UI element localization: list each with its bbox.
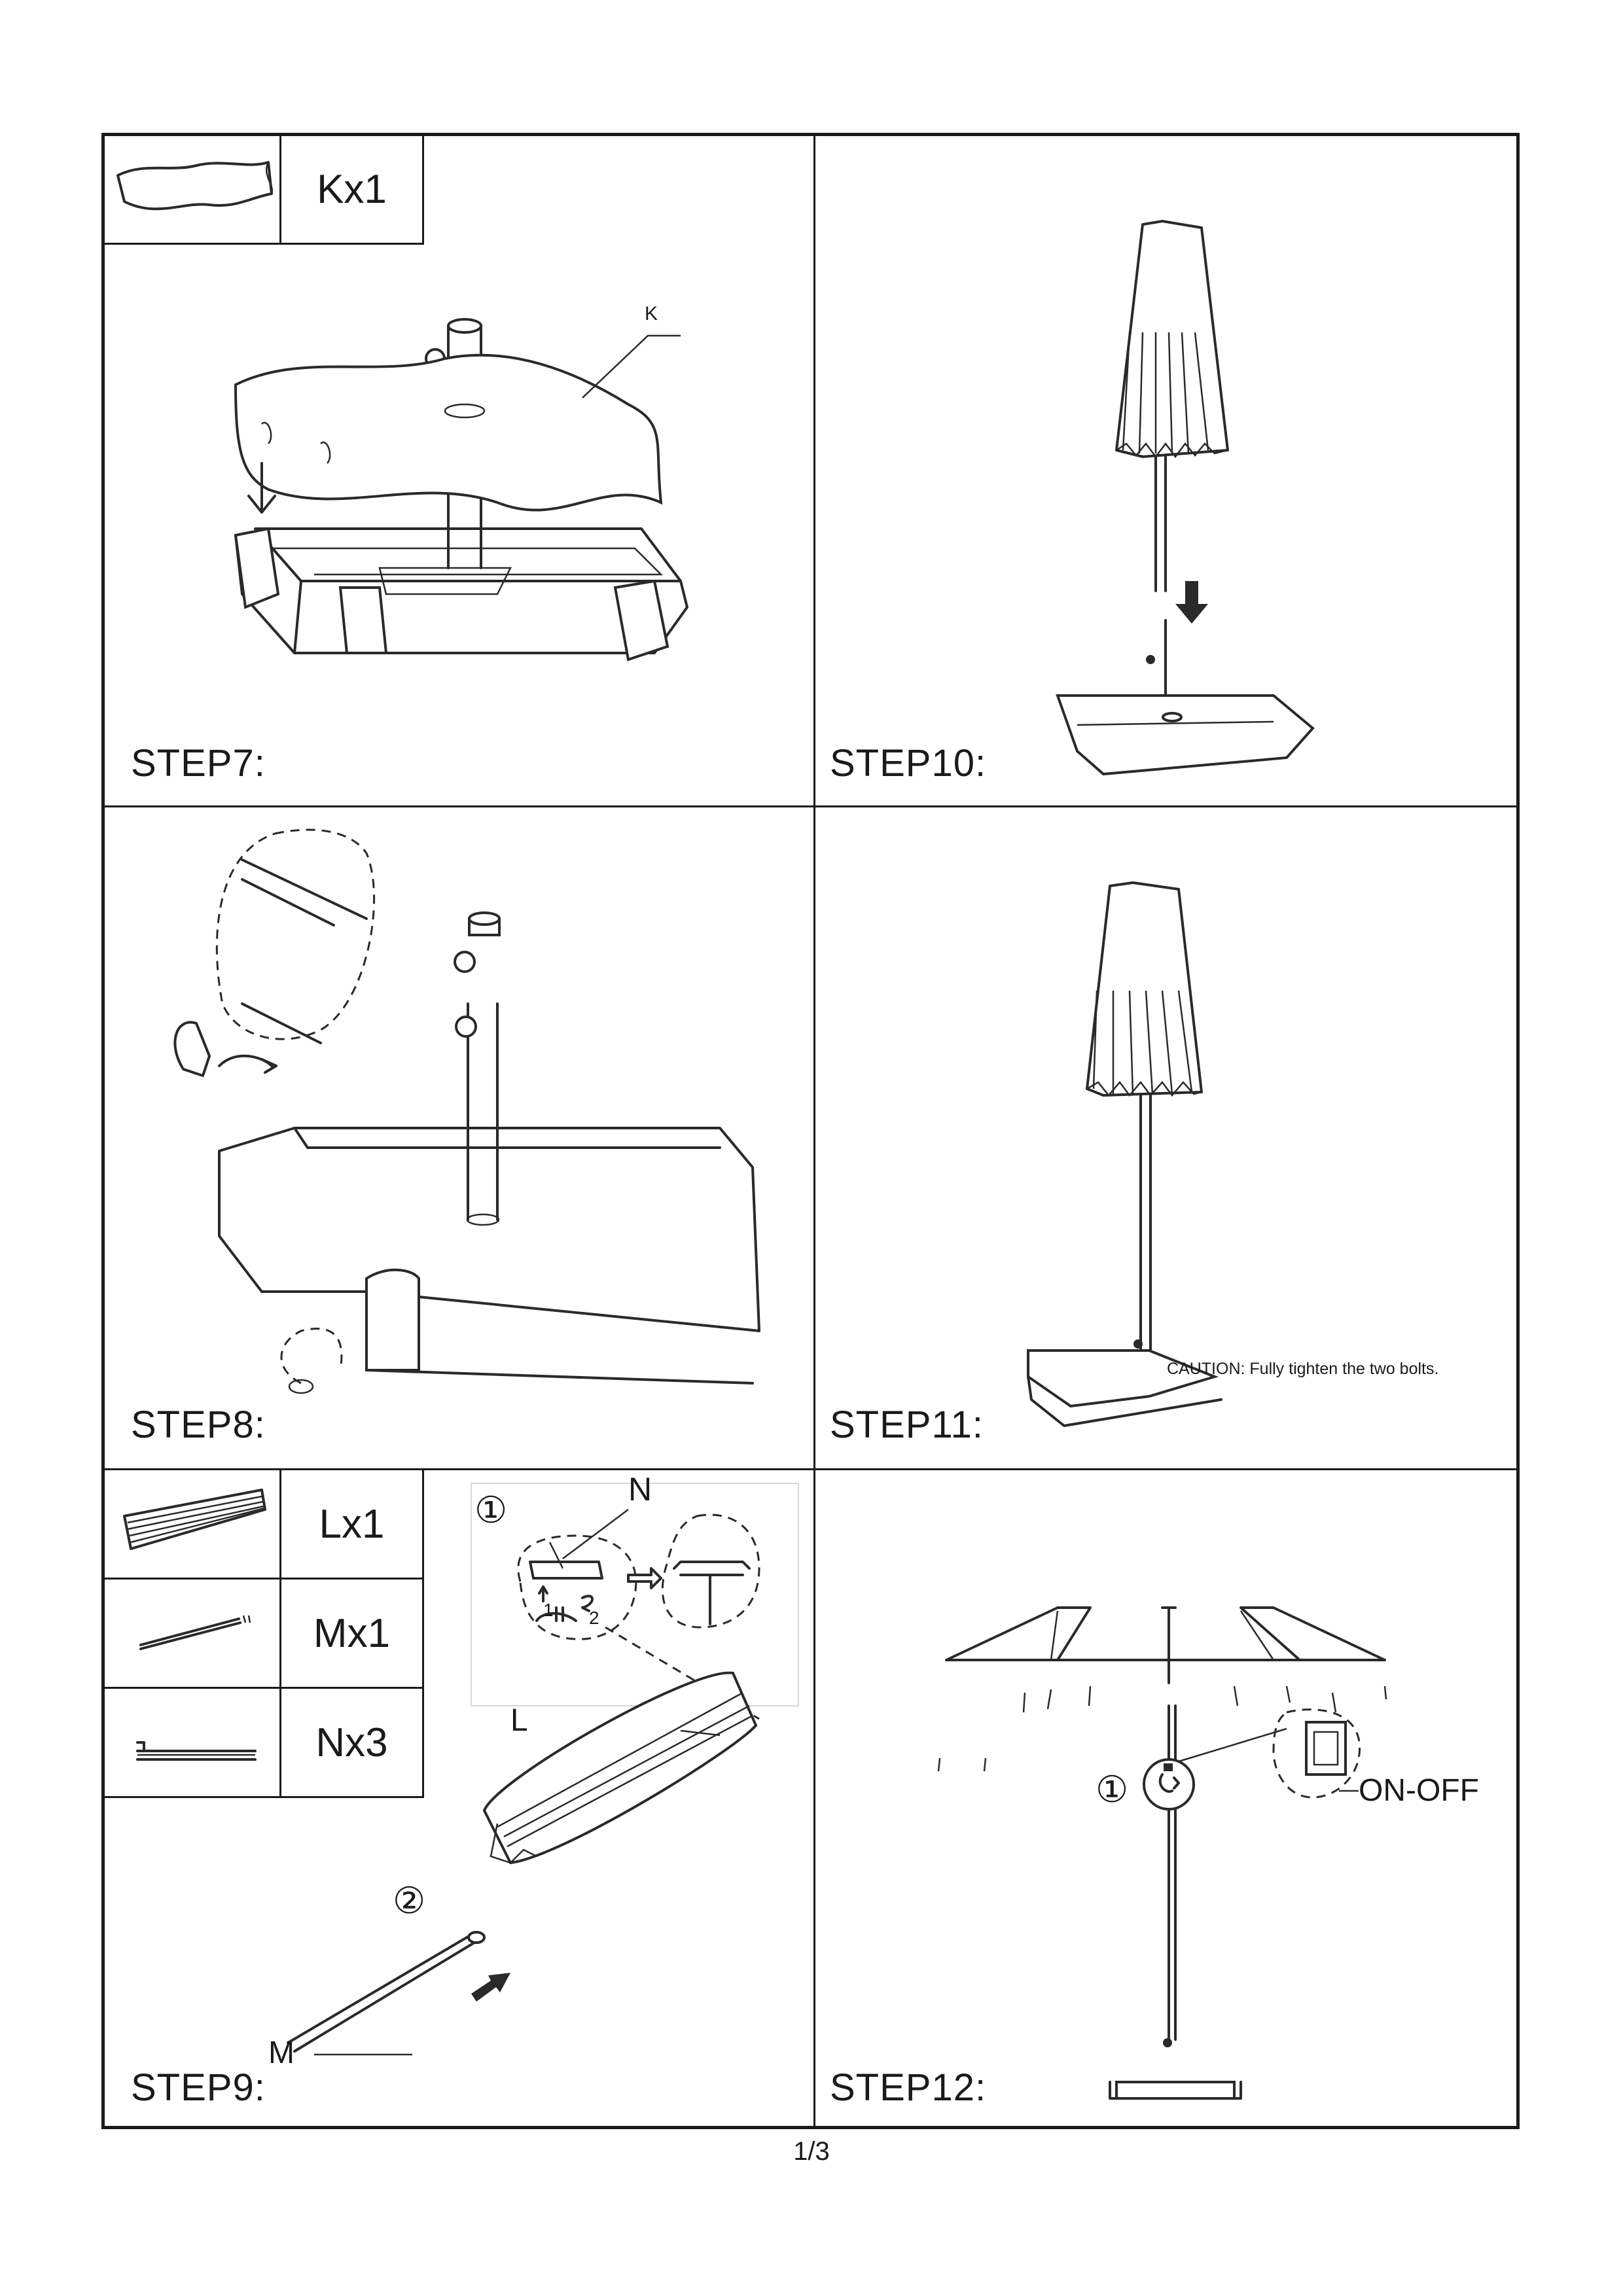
grid-divider-vertical bbox=[813, 136, 815, 2126]
step7-panel: Kx1 K STEP7: bbox=[103, 134, 813, 805]
step10-label: STEP10: bbox=[830, 742, 987, 785]
step7-label: STEP7: bbox=[131, 742, 266, 785]
callout-sub-2: 2 bbox=[589, 1608, 599, 1628]
part-label-k: Kx1 bbox=[279, 134, 424, 245]
caution-note: CAUTION: Fully tighten the two bolts. bbox=[1167, 1360, 1439, 1378]
step9-panel: Lx1 Mx1 Nx3 bbox=[103, 1468, 813, 2126]
part-row: Kx1 bbox=[103, 134, 424, 245]
step8-panel: STEP8: bbox=[105, 807, 813, 1468]
part-label-n: Nx3 bbox=[279, 1687, 424, 1798]
callout-l: L bbox=[510, 1703, 528, 1738]
step12-panel: ① ON-OFF STEP12: bbox=[815, 1470, 1516, 2126]
callout-m: M bbox=[268, 2036, 294, 2070]
part-row: Nx3 bbox=[103, 1687, 424, 1798]
part-label-m: Mx1 bbox=[279, 1578, 424, 1689]
callout-circled-1: ① bbox=[474, 1489, 508, 1530]
pole-icon bbox=[139, 1615, 251, 1650]
step12-illustration bbox=[937, 1606, 1387, 2100]
callout-n: N bbox=[628, 1471, 652, 1508]
step12-label: STEP12: bbox=[830, 2066, 987, 2109]
step11-label: STEP11: bbox=[830, 1404, 984, 1446]
instruction-grid: Kx1 K STEP7: bbox=[101, 133, 1520, 2129]
step9-label: STEP9: bbox=[131, 2066, 266, 2109]
callout-sub-1: 1 bbox=[543, 1600, 554, 1620]
step11-illustration bbox=[1027, 881, 1222, 1427]
grid-divider-row1 bbox=[105, 805, 1516, 807]
part-label-l: Lx1 bbox=[279, 1468, 424, 1580]
base-cover-icon bbox=[116, 161, 274, 211]
step7-parts-table: Kx1 bbox=[103, 134, 424, 245]
rib-clip-icon bbox=[136, 1741, 257, 1761]
callout-circled-2: ② bbox=[393, 1880, 426, 1921]
callout-circled-1: ① bbox=[1096, 1769, 1129, 1810]
step10-illustration bbox=[1056, 220, 1315, 776]
callout-on-off: ON-OFF bbox=[1359, 1773, 1479, 1808]
step10-panel: STEP10: bbox=[815, 136, 1516, 805]
step8-label: STEP8: bbox=[131, 1404, 266, 1446]
umbrella-canopy-icon bbox=[123, 1489, 266, 1550]
step9-parts-table: Lx1 Mx1 Nx3 bbox=[103, 1468, 424, 1798]
callout-k: K bbox=[645, 303, 658, 325]
step8-illustration bbox=[173, 828, 760, 1394]
part-row: Lx1 bbox=[103, 1468, 424, 1580]
step9-illustration bbox=[287, 1483, 799, 2056]
page-number: 1/3 bbox=[793, 2137, 830, 2166]
part-row: Mx1 bbox=[103, 1578, 424, 1689]
grid-divider-row2 bbox=[105, 1468, 1516, 1470]
step11-panel: CAUTION: Fully tighten the two bolts. ST… bbox=[815, 807, 1516, 1468]
step7-illustration bbox=[234, 318, 688, 662]
